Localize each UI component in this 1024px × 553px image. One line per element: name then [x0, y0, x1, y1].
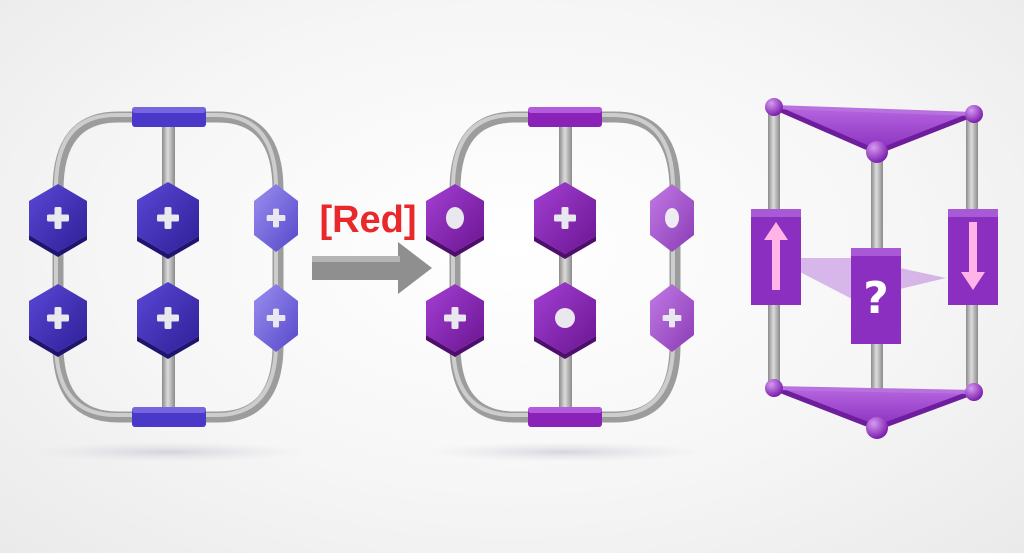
middle-site-6 [650, 284, 694, 352]
prism-node [866, 417, 888, 439]
middle-site-1 [426, 184, 484, 257]
middle-cluster-shadow [425, 442, 705, 462]
down-arrow-icon [961, 222, 985, 290]
left-cluster-shadow [28, 442, 308, 462]
left-site-6 [254, 284, 298, 352]
left-site-4 [29, 284, 87, 357]
middle-cluster-center-rod [559, 112, 572, 424]
prism-node [765, 379, 783, 397]
left-cluster [29, 107, 298, 427]
left-site-2 [137, 182, 199, 259]
middle-site-5 [534, 282, 596, 359]
reaction-arrow-group: [Red] [312, 199, 432, 294]
spin-box-left [751, 209, 801, 305]
middle-site-4 [426, 284, 484, 357]
middle-cluster [426, 107, 694, 427]
left-cluster-center-rod [162, 112, 175, 424]
spin-prism: ? [751, 98, 998, 439]
left-site-3 [254, 184, 298, 252]
neutral-dot-icon [446, 207, 464, 229]
middle-site-2 [534, 182, 596, 259]
up-arrow-icon [764, 222, 788, 290]
neutral-dot-icon [665, 208, 679, 228]
prism-bottom-face [774, 388, 974, 428]
prism-node [965, 105, 983, 123]
neutral-dot-icon [555, 308, 575, 328]
prism-top-face [774, 107, 974, 152]
spin-box-middle: ? [851, 248, 901, 344]
spin-box-right [948, 209, 998, 305]
left-site-1 [29, 184, 87, 257]
reaction-arrow [312, 242, 432, 294]
prism-node [765, 98, 783, 116]
prism-node [965, 383, 983, 401]
reaction-condition-label: [Red] [319, 199, 416, 241]
middle-site-3 [650, 184, 694, 252]
left-site-5 [137, 282, 199, 359]
question-mark: ? [863, 273, 889, 324]
prism-node [866, 141, 888, 163]
